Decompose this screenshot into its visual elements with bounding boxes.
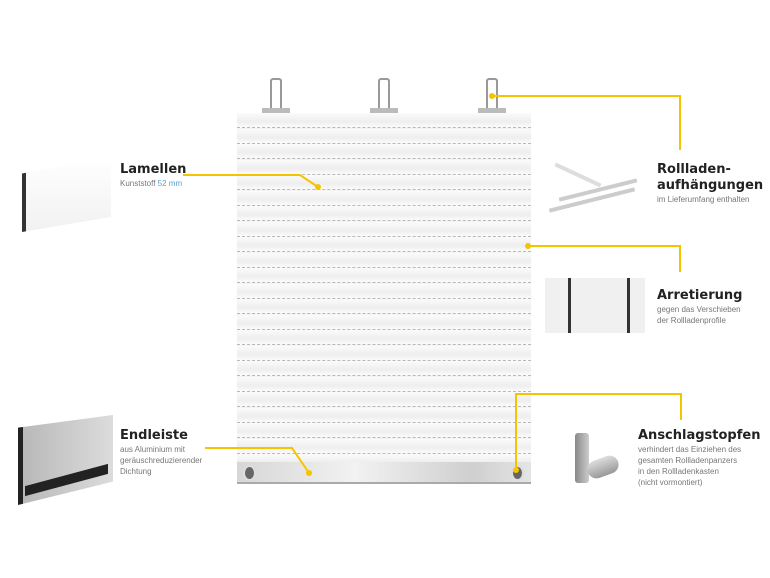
callout-subtitle: der Rollladenprofile [657,316,726,325]
shutter-slat [237,392,531,407]
callout-subtitle: Kunststoff [120,179,156,188]
callout-subtitle: gesamten Rollladenpanzers [638,456,738,465]
leader-arretierung [528,245,681,272]
leader-lamellen [183,174,319,188]
hanger-1 [262,78,290,118]
shutter-slat [237,128,531,144]
shutter-slat [237,252,531,268]
callout-subtitle: Dichtung [120,467,152,476]
hanger-2 [370,78,398,118]
callout-endleiste: Endleiste aus Aluminium mit geräuschredu… [120,428,202,477]
hanger-3 [478,78,506,118]
callout-subtitle: geräuschreduzierender [120,456,203,465]
shutter-slat [237,237,531,252]
callout-arretierung: Arretierung gegen das Verschieben der Ro… [657,288,742,326]
leader-dot-lamellen [315,184,321,190]
shutter-slat [237,361,531,376]
shutter-slat [237,407,531,423]
callout-subtitle: im Lieferumfang enthalten [657,195,750,204]
shutter-slat [237,113,531,128]
callout-subtitle: gegen das Verschieben [657,305,741,314]
leader-anschlagstopfen [515,393,682,470]
callout-aufhaengungen: Rollladen- aufhängungen im Lieferumfang … [657,162,763,205]
callout-title: Arretierung [657,288,743,303]
stopper-left [243,465,256,481]
leader-dot-aufhaengungen [489,93,495,99]
stopper-image [575,428,625,493]
slat-size: 52 mm [157,179,183,188]
shutter-slat [237,159,531,175]
callout-title: Anschlagstopfen [638,428,761,443]
leader-endleiste [205,447,310,474]
shutter-slat [237,206,531,221]
callout-title: Rollladen- [657,162,731,177]
bottom-rail [237,462,531,484]
shutter-slat [237,330,531,345]
callout-subtitle: verhindert das Einziehen des [638,445,742,454]
leader-dot-anschlagstopfen [513,467,519,473]
shutter-slat [237,268,531,283]
shutter-slat [237,299,531,314]
shutter-slat [237,175,531,190]
callout-lamellen: Lamellen Kunststoff 52 mm [120,162,186,189]
callout-title: aufhängungen [657,178,764,193]
callout-subtitle: aus Aluminium mit [120,445,185,454]
shutter-slat [237,283,531,299]
shutter-slat [237,423,531,438]
callout-title: Lamellen [120,162,187,177]
shutter-slat [237,345,531,361]
shutter-slat [237,190,531,206]
shutter-slat [237,438,531,454]
shutter-slat [237,376,531,392]
leader-aufhaengungen [492,95,681,150]
callout-subtitle: (nicht vormontiert) [638,478,703,487]
shutter-slat [237,314,531,330]
shutter-slat [237,144,531,159]
callout-subtitle: in den Rollladenkasten [638,467,719,476]
lock-image [545,278,645,333]
callout-title: Endleiste [120,428,188,443]
shutter-slat [237,221,531,237]
callout-anschlagstopfen: Anschlagstopfen verhindert das Einziehen… [638,428,760,488]
shutter-slat [237,454,531,463]
leader-dot-endleiste [306,470,312,476]
roller-shutter [237,113,531,463]
leader-dot-arretierung [525,243,531,249]
